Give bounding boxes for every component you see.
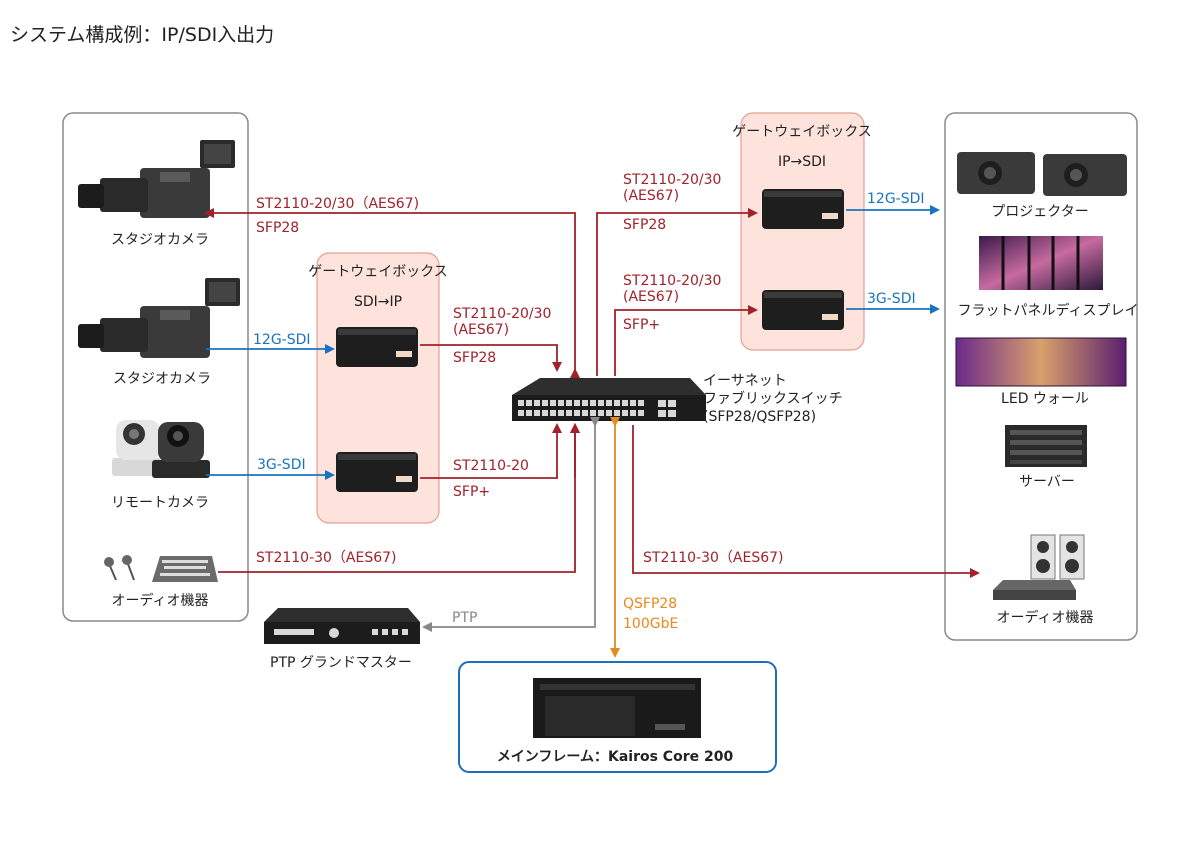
gw-out-bottom-line1-label: ST2110-20/30 <box>623 273 721 289</box>
studio-camera-2-icon <box>78 278 240 358</box>
switch-label-line1: イーサネット <box>703 373 787 389</box>
gw-out-bottom-line2-label: (AES67) <box>623 289 679 305</box>
gateway-out-box-1-icon <box>762 189 844 229</box>
studio-camera-1-label: スタジオカメラ <box>111 232 209 248</box>
out-3g-label: 3G-SDI <box>867 291 916 307</box>
gateway-out-box-2-icon <box>762 290 844 330</box>
gateway-in-title: ゲートウェイボックス <box>308 264 448 280</box>
core-link-line1-label: QSFP28 <box>623 596 677 612</box>
audio-out-label: ST2110-30（AES67) <box>643 550 784 566</box>
audio-in-label: ST2110-30（AES67) <box>256 550 397 566</box>
server-icon <box>1005 425 1087 467</box>
right-outputs-frame <box>944 112 1138 641</box>
link-cam1 <box>204 208 580 378</box>
gw-in-bottom-format-label: ST2110-20 <box>453 458 529 474</box>
link-gw-out-bottom <box>614 305 758 376</box>
remote-camera-icon <box>112 420 210 478</box>
mainframe-icon <box>533 678 701 738</box>
mainframe-frame <box>458 661 777 773</box>
out-12g-label: 12G-SDI <box>867 191 925 207</box>
gateway-in-mode: SDI→IP <box>354 294 402 310</box>
gw-out-bottom-media-label: SFP+ <box>623 317 660 333</box>
ethernet-switch-icon <box>512 378 706 421</box>
cam2-sdi-label: 12G-SDI <box>253 332 311 348</box>
link-gw-out-top <box>596 208 758 376</box>
core-link-line2-label: 100GbE <box>623 616 678 632</box>
gw-in-top-line1-label: ST2110-20/30 <box>453 306 551 322</box>
gw-in-bottom-media-label: SFP+ <box>453 484 490 500</box>
gw-out-top-media-label: SFP28 <box>623 217 666 233</box>
gateway-out-title: ゲートウェイボックス <box>732 124 872 140</box>
flat-panel-display-icon <box>979 236 1103 290</box>
led-wall-icon <box>955 337 1127 387</box>
flat-panel-display-label: フラットパネルディスプレイ <box>957 302 1138 319</box>
page-title: システム構成例：IP/SDI入出力 <box>10 24 275 46</box>
gateway-out-mode: IP→SDI <box>778 154 826 170</box>
audio-equipment-left-label: オーディオ機器 <box>111 592 208 609</box>
projector-label: プロジェクター <box>991 204 1088 220</box>
gateway-in-box-1-icon <box>336 327 418 367</box>
remote-sdi-label: 3G-SDI <box>257 457 306 473</box>
led-wall-label: LED ウォール <box>1001 391 1089 407</box>
projector-icon <box>957 152 1127 196</box>
studio-camera-1-icon <box>78 140 235 218</box>
gw-in-top-line2-label: (AES67) <box>453 322 509 338</box>
ptp-link-label: PTP <box>452 610 477 626</box>
studio-camera-2-label: スタジオカメラ <box>113 371 211 387</box>
remote-camera-label: リモートカメラ <box>111 495 209 511</box>
link-ptp <box>422 417 600 632</box>
link-audio-out <box>632 425 980 578</box>
ptp-grandmaster-icon <box>264 608 420 644</box>
gateway-in-box-2-icon <box>336 452 418 492</box>
audio-equipment-left-icon <box>104 555 218 582</box>
switch-label-line3: (SFP28/QSFP28) <box>703 409 816 425</box>
gw-out-top-line2-label: (AES67) <box>623 188 679 204</box>
cam1-format-label: ST2110-20/30（AES67) <box>256 196 419 212</box>
mainframe-label: メインフレーム：Kairos Core 200 <box>497 749 734 765</box>
audio-equipment-right-label: オーディオ機器 <box>996 609 1093 626</box>
gw-out-top-line1-label: ST2110-20/30 <box>623 172 721 188</box>
link-gw-in-top <box>420 344 562 372</box>
gw-in-top-media-label: SFP28 <box>453 350 496 366</box>
server-label: サーバー <box>1019 474 1075 490</box>
cam1-media-label: SFP28 <box>256 220 299 236</box>
switch-label-line2: ファブリックスイッチ <box>703 390 843 407</box>
ptp-grandmaster-label: PTP グランドマスター <box>270 655 412 671</box>
audio-equipment-right-icon <box>993 534 1085 600</box>
